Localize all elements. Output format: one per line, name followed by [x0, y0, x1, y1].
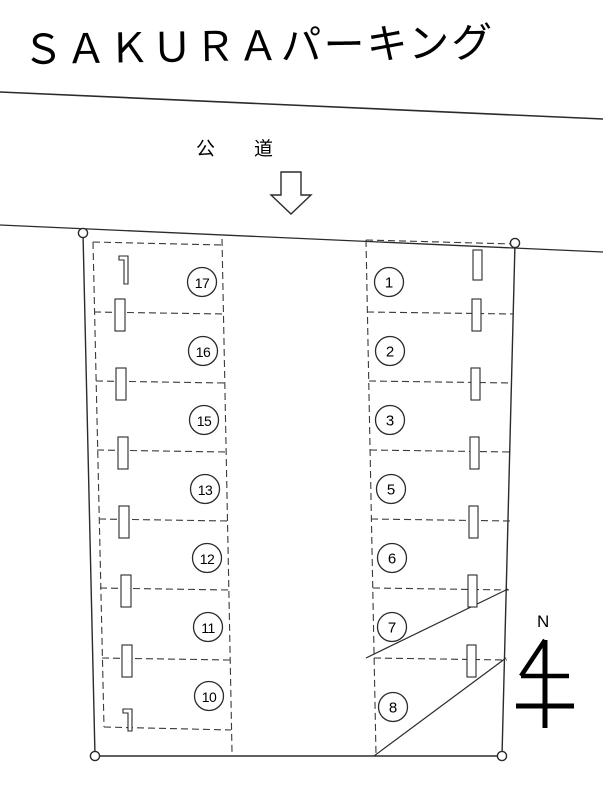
east-stall-divider — [370, 518, 511, 522]
stall-marker-3[interactable]: 3 — [374, 404, 406, 436]
public-road-label: 公 道 — [196, 138, 284, 160]
stall-number-label: 11 — [201, 620, 215, 636]
road-lower-boundary-line — [0, 224, 603, 253]
stall-number-label: 17 — [195, 275, 210, 291]
stall-number-label: 1 — [385, 275, 393, 292]
wheel-stop-block — [117, 436, 129, 470]
west-row-bottom-edge — [103, 726, 232, 731]
stall-number-label: 5 — [387, 482, 395, 499]
west-stall-divider — [99, 587, 230, 591]
west-stall-numbers: 17 16 15 13 12 — [186, 266, 225, 712]
west-stall-divider — [101, 657, 231, 661]
title-area: ＳＡＫＵＲＡパーキング — [0, 0, 603, 90]
stall-number-label: 8 — [389, 700, 397, 717]
stall-number-label: 2 — [386, 344, 394, 361]
east-parking-row: 1 2 3 5 6 — [365, 239, 515, 757]
stall-marker-7[interactable]: 7 — [376, 611, 408, 643]
wheel-stop-block — [120, 574, 132, 608]
east-row-top-edge — [365, 239, 515, 245]
east-row-outer-left-edge — [365, 239, 377, 756]
wheel-stop-block — [471, 298, 482, 332]
survey-point-circle — [77, 227, 89, 239]
angled-cut-line-stall-8 — [373, 657, 507, 757]
angled-stall-cut-lines — [365, 588, 509, 757]
stall-marker-12[interactable]: 12 — [191, 542, 223, 574]
east-stall-divider — [366, 311, 514, 315]
lot-left-boundary-line — [82, 232, 96, 757]
survey-point-circle — [496, 750, 508, 762]
stall-number-label: 7 — [388, 620, 396, 637]
stall-marker-1[interactable]: 1 — [373, 266, 405, 298]
wheel-stop-block — [115, 367, 127, 401]
stall-marker-16[interactable]: 16 — [187, 335, 219, 367]
road-upper-boundary-line — [0, 91, 603, 120]
east-stall-numbers: 1 2 3 5 6 — [373, 266, 409, 723]
wheel-stop-block — [467, 574, 478, 608]
east-stall-divider — [372, 587, 510, 591]
wheel-stop-block — [472, 249, 483, 281]
wheel-stop-block — [122, 708, 133, 732]
survey-markers — [77, 227, 521, 762]
wheel-stop-block — [470, 367, 481, 401]
survey-point-circle — [509, 237, 521, 249]
wheel-stop-block — [469, 436, 480, 470]
survey-point-circle — [89, 750, 101, 762]
stall-number-label: 15 — [197, 413, 212, 429]
stall-marker-13[interactable]: 13 — [189, 473, 221, 505]
stall-marker-15[interactable]: 15 — [188, 404, 220, 436]
stall-marker-10[interactable]: 10 — [193, 680, 225, 712]
north-arrow-icon — [516, 638, 574, 728]
east-stall-divider — [368, 380, 513, 384]
road-boundaries — [0, 91, 603, 253]
east-stall-divider — [369, 449, 512, 453]
wheel-stop-block — [118, 505, 130, 539]
west-row-outer-right-edge — [221, 238, 233, 753]
lot-outer-boundary — [82, 232, 516, 757]
wheel-stop-block — [114, 298, 126, 332]
page-title: ＳＡＫＵＲＡパーキング — [22, 18, 495, 74]
stall-number-label: 16 — [196, 344, 211, 360]
west-wheel-stops — [114, 255, 133, 732]
stall-number-label: 3 — [386, 413, 394, 430]
compass-north-label: N — [537, 612, 550, 631]
west-stall-divider — [93, 311, 225, 315]
entrance-direction-arrow-icon — [269, 171, 313, 215]
west-row-outer-left-edge — [92, 241, 105, 728]
stall-marker-5[interactable]: 5 — [375, 473, 407, 505]
west-stall-divider — [96, 449, 227, 453]
east-wheel-stops — [466, 249, 483, 678]
stall-marker-11[interactable]: 11 — [192, 611, 224, 643]
stall-marker-2[interactable]: 2 — [374, 335, 406, 367]
wheel-stop-block — [121, 644, 133, 678]
stall-number-label: 12 — [200, 551, 215, 567]
wheel-stop-block — [118, 255, 129, 285]
stall-number-label: 13 — [198, 482, 213, 498]
west-stall-divider — [98, 518, 229, 522]
stall-marker-8[interactable]: 8 — [377, 691, 409, 723]
west-stall-divider — [95, 380, 226, 384]
west-row-top-edge — [92, 241, 223, 246]
west-parking-row: 17 16 15 13 12 — [92, 238, 233, 753]
stall-number-label: 6 — [388, 551, 396, 568]
lot-right-boundary-line — [501, 242, 516, 757]
angled-cut-line-stall-7 — [365, 588, 509, 659]
wheel-stop-block — [468, 505, 479, 539]
stall-marker-6[interactable]: 6 — [376, 542, 408, 574]
wheel-stop-block — [466, 644, 477, 678]
stall-marker-17[interactable]: 17 — [186, 266, 218, 298]
east-stall-divider — [373, 657, 508, 661]
stall-number-label: 10 — [202, 689, 217, 705]
